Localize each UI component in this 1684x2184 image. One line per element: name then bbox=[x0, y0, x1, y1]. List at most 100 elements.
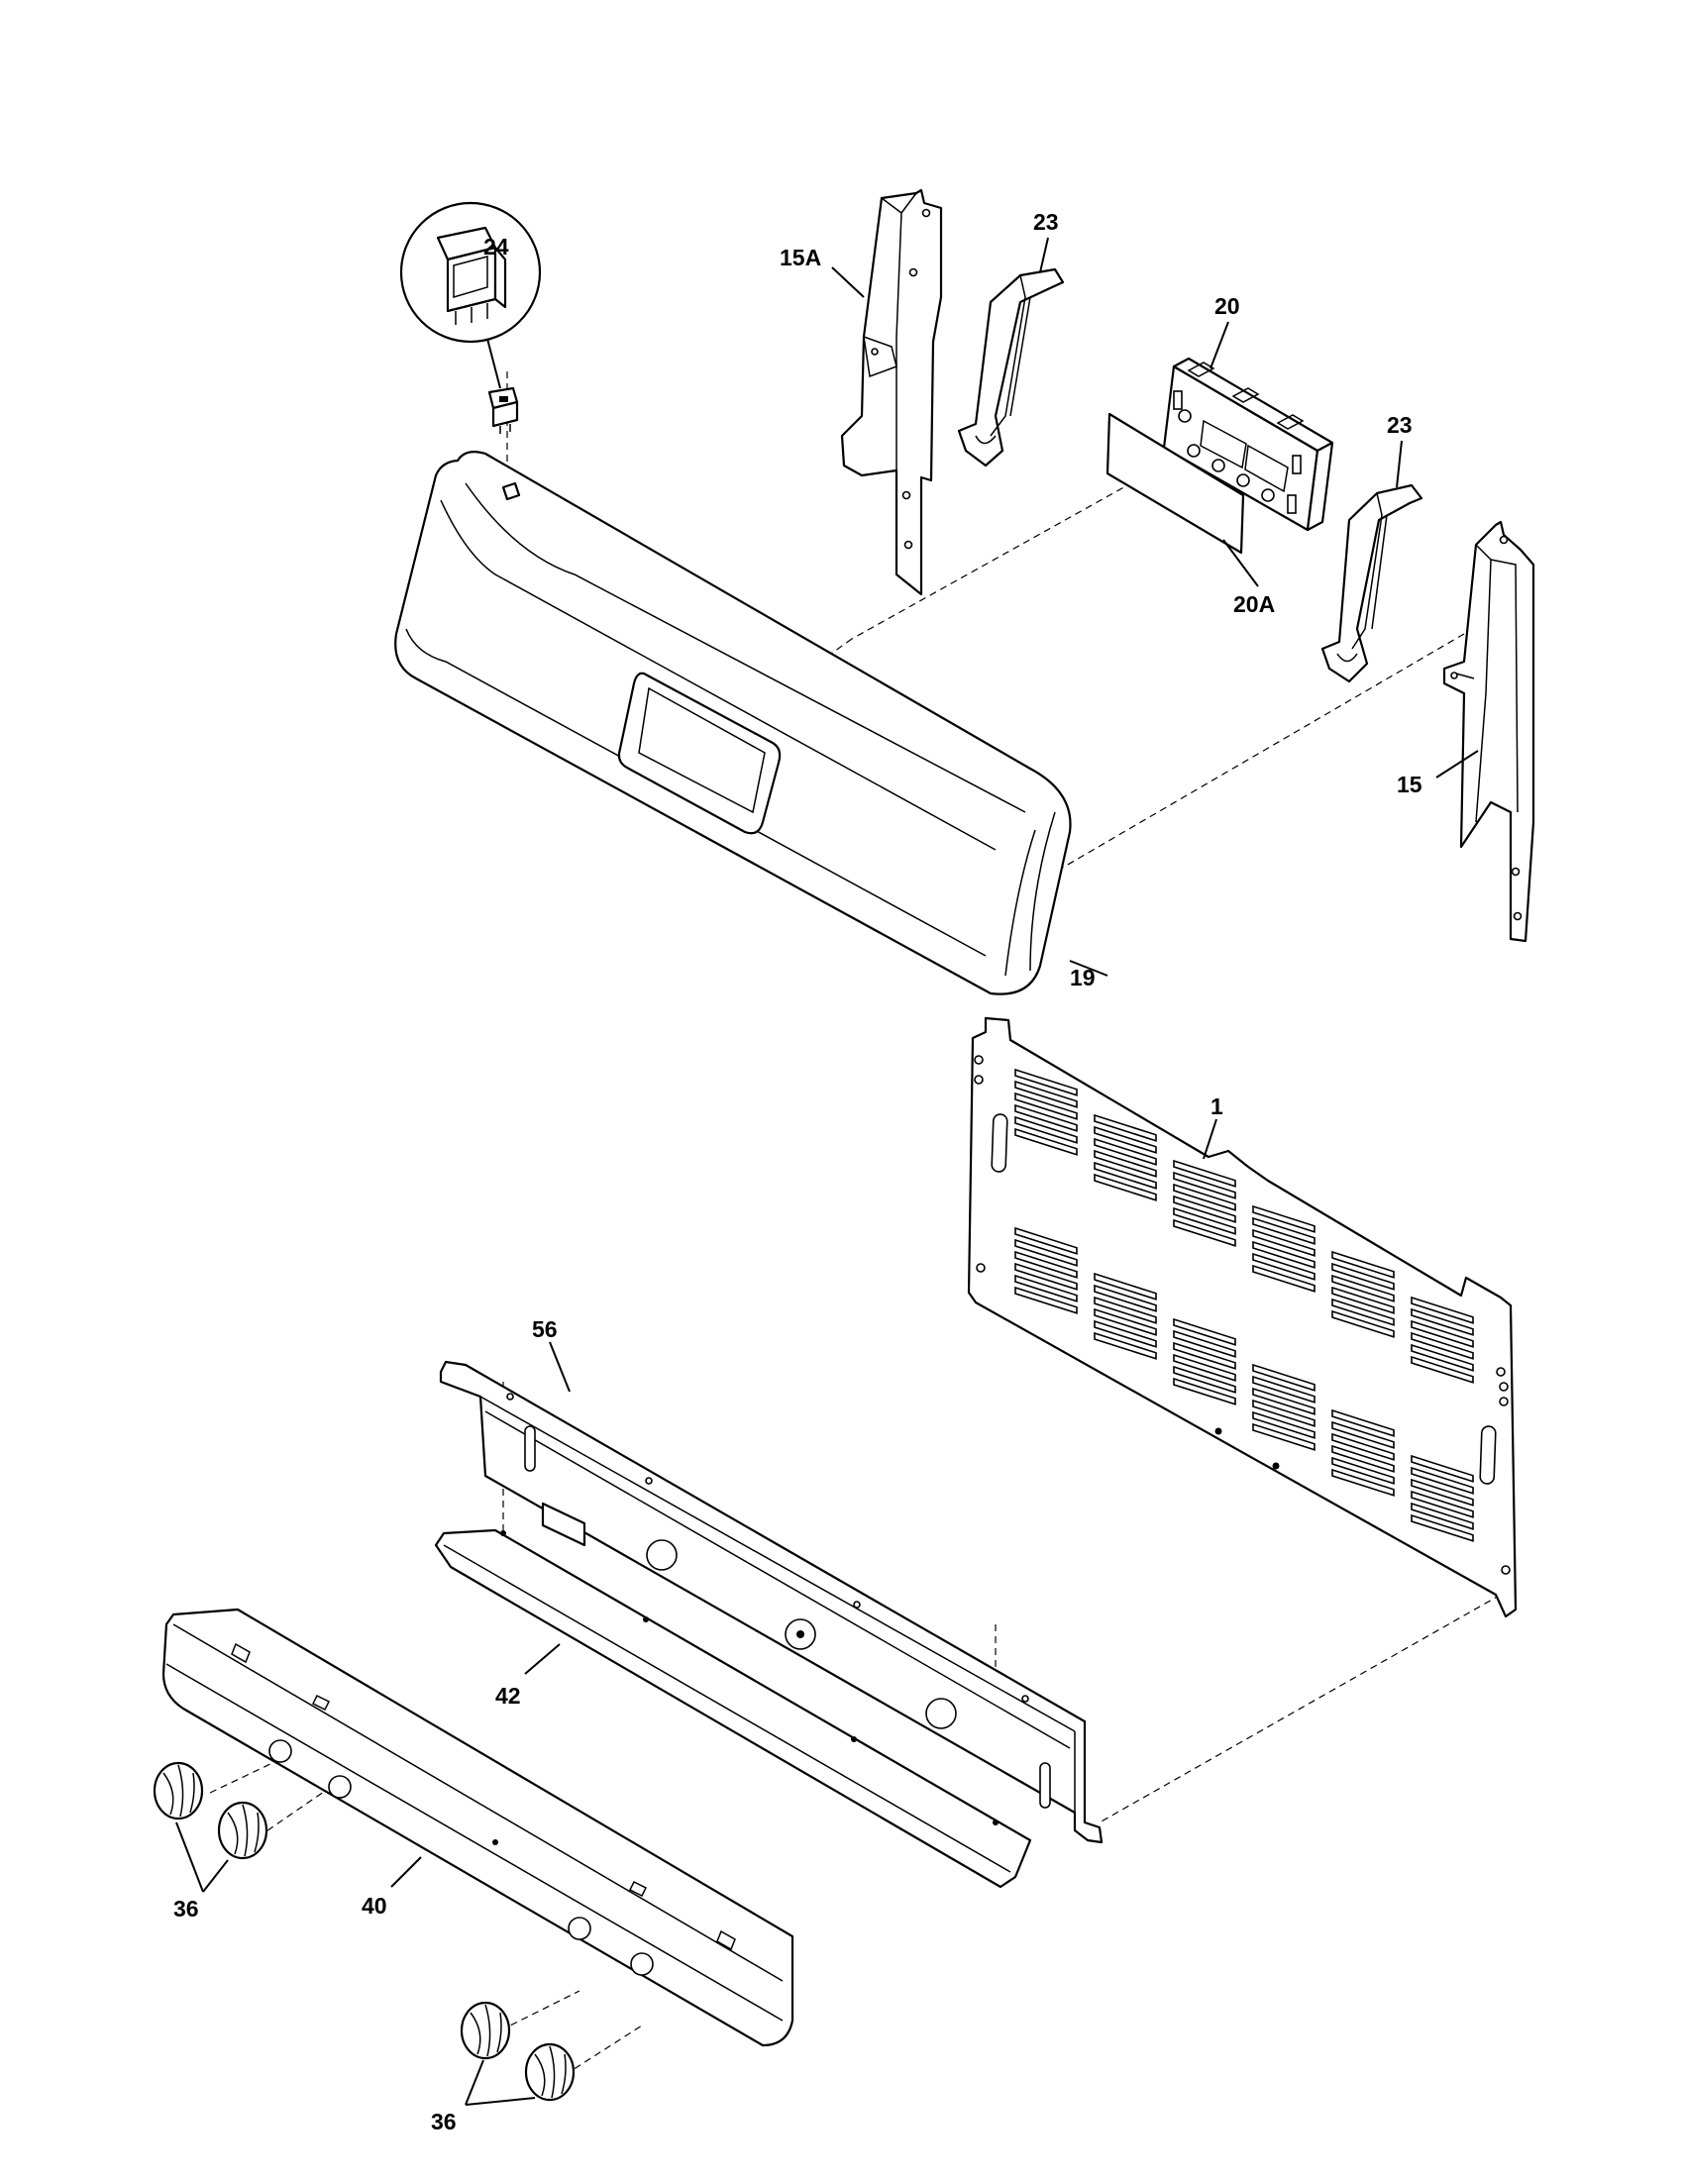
knob bbox=[153, 1761, 204, 1820]
louver-slot bbox=[1094, 1161, 1157, 1190]
louver-slot bbox=[1331, 1444, 1395, 1473]
louver-slot bbox=[1014, 1238, 1078, 1267]
louver-slot bbox=[1411, 1307, 1474, 1336]
louver-slot bbox=[1411, 1355, 1474, 1384]
label-23-lower: 23 bbox=[1387, 412, 1413, 438]
louver-slot bbox=[1173, 1365, 1236, 1394]
louver-slot bbox=[1173, 1317, 1236, 1346]
knob-group-right bbox=[460, 2001, 576, 2106]
knob-panel bbox=[161, 1608, 794, 2047]
label-36-left: 36 bbox=[173, 1896, 199, 1922]
louver-slot bbox=[1252, 1204, 1316, 1233]
part-labels: 24 15A 23 20 23 20A 15 19 1 56 42 40 36 … bbox=[173, 209, 1422, 2134]
backguard-console bbox=[394, 451, 1072, 995]
louver-slot bbox=[1014, 1274, 1078, 1302]
louver-slot bbox=[1411, 1331, 1474, 1360]
knob bbox=[460, 2001, 511, 2060]
louver-slot bbox=[1014, 1226, 1078, 1255]
louver-slot bbox=[1252, 1375, 1316, 1404]
label-15a: 15A bbox=[780, 245, 821, 270]
louver-slot bbox=[1014, 1068, 1078, 1096]
louver-slot bbox=[1094, 1319, 1157, 1348]
louver-slot bbox=[1331, 1468, 1395, 1497]
louver-slot bbox=[1014, 1262, 1078, 1291]
control-board bbox=[1162, 357, 1334, 532]
louver-slot bbox=[1094, 1137, 1157, 1166]
louver-slot bbox=[1094, 1113, 1157, 1142]
label-42: 42 bbox=[495, 1683, 521, 1709]
louver-slot bbox=[1331, 1262, 1395, 1291]
louver-slot bbox=[1094, 1125, 1157, 1154]
knob bbox=[217, 1801, 268, 1860]
rocker-switch-detail bbox=[399, 201, 542, 434]
louver-slot bbox=[1252, 1240, 1316, 1269]
louver-slot bbox=[1014, 1250, 1078, 1279]
label-36-right: 36 bbox=[431, 2109, 457, 2134]
overlay-film bbox=[1105, 412, 1259, 587]
trim-strip bbox=[434, 1528, 1032, 1889]
label-1: 1 bbox=[1210, 1093, 1223, 1119]
louver-slot bbox=[1411, 1319, 1474, 1348]
right-end-bracket bbox=[1442, 520, 1535, 943]
louver-slot bbox=[1252, 1387, 1316, 1415]
louver-slot bbox=[1411, 1343, 1474, 1372]
louver-slot bbox=[1094, 1272, 1157, 1300]
louver-slot bbox=[1173, 1353, 1236, 1382]
louver-slot bbox=[1331, 1309, 1395, 1338]
rear-panel-louvers bbox=[1014, 1068, 1474, 1542]
louver-slot bbox=[1252, 1410, 1316, 1439]
louver-slot bbox=[1331, 1420, 1395, 1449]
louver-slot bbox=[1331, 1298, 1395, 1326]
louver-slot bbox=[1173, 1195, 1236, 1223]
louver-slot bbox=[1331, 1456, 1395, 1485]
leader-lines bbox=[390, 237, 1479, 1888]
louver-slot bbox=[1331, 1274, 1395, 1302]
louver-slot bbox=[1094, 1149, 1157, 1178]
knob bbox=[524, 2042, 576, 2102]
louver-slot bbox=[1094, 1284, 1157, 1312]
louver-slot bbox=[1411, 1502, 1474, 1530]
louver-slot bbox=[1411, 1513, 1474, 1542]
louver-slot bbox=[1331, 1286, 1395, 1314]
louver-slot bbox=[1411, 1478, 1474, 1507]
louver-slot bbox=[1252, 1422, 1316, 1451]
control-panel bbox=[439, 1360, 1104, 1844]
louver-slot bbox=[1173, 1206, 1236, 1235]
louver-slot bbox=[1014, 1103, 1078, 1132]
louver-slot bbox=[1014, 1092, 1078, 1120]
louver-slot bbox=[1411, 1454, 1474, 1483]
louver-slot bbox=[1014, 1080, 1078, 1108]
louver-slot bbox=[1173, 1171, 1236, 1199]
label-19: 19 bbox=[1070, 965, 1096, 990]
louver-slot bbox=[1252, 1216, 1316, 1245]
louver-slot bbox=[1252, 1264, 1316, 1293]
louver-slot bbox=[1014, 1115, 1078, 1144]
knob-group-left bbox=[153, 1761, 268, 1893]
louver-slot bbox=[1411, 1296, 1474, 1324]
louver-slot bbox=[1014, 1286, 1078, 1314]
louver-slot bbox=[1173, 1218, 1236, 1247]
louver-slot bbox=[1173, 1377, 1236, 1405]
trim-clip-upper bbox=[957, 267, 1065, 468]
louver-slot bbox=[1331, 1432, 1395, 1461]
trim-clip-lower bbox=[1320, 483, 1423, 683]
louver-slot bbox=[1252, 1399, 1316, 1427]
label-40: 40 bbox=[362, 1893, 387, 1919]
louver-slot bbox=[1094, 1331, 1157, 1360]
label-56: 56 bbox=[532, 1316, 558, 1342]
louver-slot bbox=[1331, 1408, 1395, 1437]
louver-slot bbox=[1252, 1228, 1316, 1257]
louver-slot bbox=[1094, 1296, 1157, 1324]
louver-slot bbox=[1173, 1183, 1236, 1211]
louver-slot bbox=[1094, 1307, 1157, 1336]
louver-slot bbox=[1331, 1250, 1395, 1279]
louver-slot bbox=[1252, 1252, 1316, 1281]
left-end-bracket bbox=[840, 188, 943, 596]
label-15: 15 bbox=[1397, 772, 1422, 797]
louver-slot bbox=[1173, 1329, 1236, 1358]
label-24: 24 bbox=[483, 234, 509, 260]
louver-slot bbox=[1411, 1490, 1474, 1518]
label-20: 20 bbox=[1214, 293, 1240, 319]
